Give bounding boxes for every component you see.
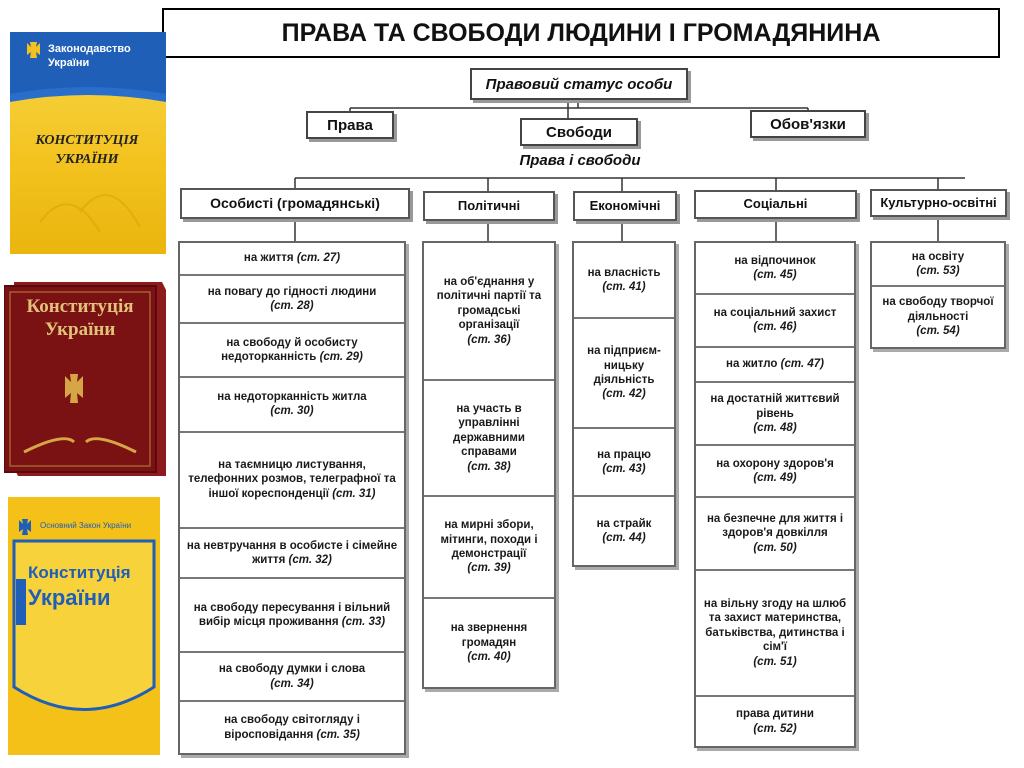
list-personal-rights: на життя (ст. 27) на повагу до гідності … (178, 241, 406, 755)
list-item: на підприєм-ницьку діяльність(ст. 42) (574, 319, 674, 429)
book3-title-line1: Конституція (28, 563, 131, 582)
list-item: на життя (ст. 27) (180, 243, 404, 276)
list-cultural-educational-rights: на освіту(ст. 53) на свободу творчої дія… (870, 241, 1006, 349)
branch-freedoms: Свободи (520, 118, 638, 146)
book1-series: Законодавство України (48, 43, 131, 70)
list-social-rights: на відпочинок(ст. 45) на соціальний захи… (694, 241, 856, 748)
constitution-book-cover-yellow: Законодавство України КОНСТИТУЦІЯ УКРАЇН… (10, 32, 166, 254)
list-item: на відпочинок(ст. 45) (696, 243, 854, 295)
list-item: на недоторканність житла(ст. 30) (180, 378, 404, 433)
list-item: на вільну згоду на шлюб та захист матери… (696, 571, 854, 698)
list-item: на свободу творчої діяльності(ст. 54) (882, 296, 994, 338)
list-item: на свободу думки і слова(ст. 34) (180, 653, 404, 703)
list-item: на достатній життєвий рівень(ст. 48) (696, 383, 854, 447)
list-item: на таємницю листування, телефонних розмо… (180, 433, 404, 529)
list-item: на свободу світогляду і віросповідання (… (224, 714, 360, 741)
list-item: на страйк(ст. 44) (596, 517, 652, 544)
list-political-rights: на об'єднання у політичні партії та гром… (422, 241, 556, 689)
column-header-economic: Економічні (573, 191, 677, 221)
list-item: на мирні збори, мітинги, походи і демонс… (424, 497, 554, 599)
list-item: на працю(ст. 43) (574, 429, 674, 497)
list-item: на об'єднання у політичні партії та гром… (424, 243, 554, 381)
rights-and-freedoms-subtitle: Права і свободи (519, 152, 641, 169)
list-item: на охорону здоров'я(ст. 49) (696, 446, 854, 498)
book3-series: Основний Закон України (40, 521, 132, 530)
constitution-book-cover-blue-yellow: Основний Закон України Конституція Украї… (8, 497, 160, 755)
list-item: на безпечне для життя і здоров'я довкілл… (696, 498, 854, 571)
list-item: на звернення громадян(ст. 40) (450, 622, 528, 664)
book2-title-line2: України (44, 318, 116, 340)
page-title: ПРАВА ТА СВОБОДИ ЛЮДИНИ І ГРОМАДЯНИНА (162, 8, 1000, 58)
column-header-social: Соціальні (694, 190, 857, 219)
branch-rights: Права (306, 111, 394, 139)
list-economic-rights: на власність(ст. 41) на підприєм-ницьку … (572, 241, 676, 567)
list-item: на участь в управлінні державними справа… (424, 381, 554, 497)
book2-title-line1: Конституція (26, 296, 134, 317)
list-item: на свободу пересування і вільний вибір м… (180, 579, 404, 653)
column-header-personal: Особисті (громадянські) (180, 188, 410, 219)
list-item: на освіту(ст. 53) (872, 243, 1004, 287)
list-item: на повагу до гідності людини(ст. 28) (180, 276, 404, 325)
book3-title-line2: України (28, 585, 111, 611)
list-item: на власність(ст. 41) (574, 243, 674, 319)
list-item: на житло (ст. 47) (696, 348, 854, 384)
book1-title: КОНСТИТУЦІЯ УКРАЇНИ (35, 133, 139, 167)
list-item: на соціальний захист(ст. 46) (696, 295, 854, 348)
branch-duties: Обов'язки (750, 110, 866, 138)
constitution-book-cover-red: Конституція України (3, 282, 166, 476)
column-header-political: Політичні (423, 191, 555, 221)
list-item: на невтручання в особисте і сімейне житт… (180, 529, 404, 580)
list-item: права дитини(ст. 52) (736, 708, 814, 735)
legal-status-root: Правовий статус особи (470, 68, 688, 100)
column-header-cultural-educational: Культурно-освітні (870, 189, 1007, 217)
list-item: на свободу й особисту недоторканність (с… (180, 324, 404, 378)
